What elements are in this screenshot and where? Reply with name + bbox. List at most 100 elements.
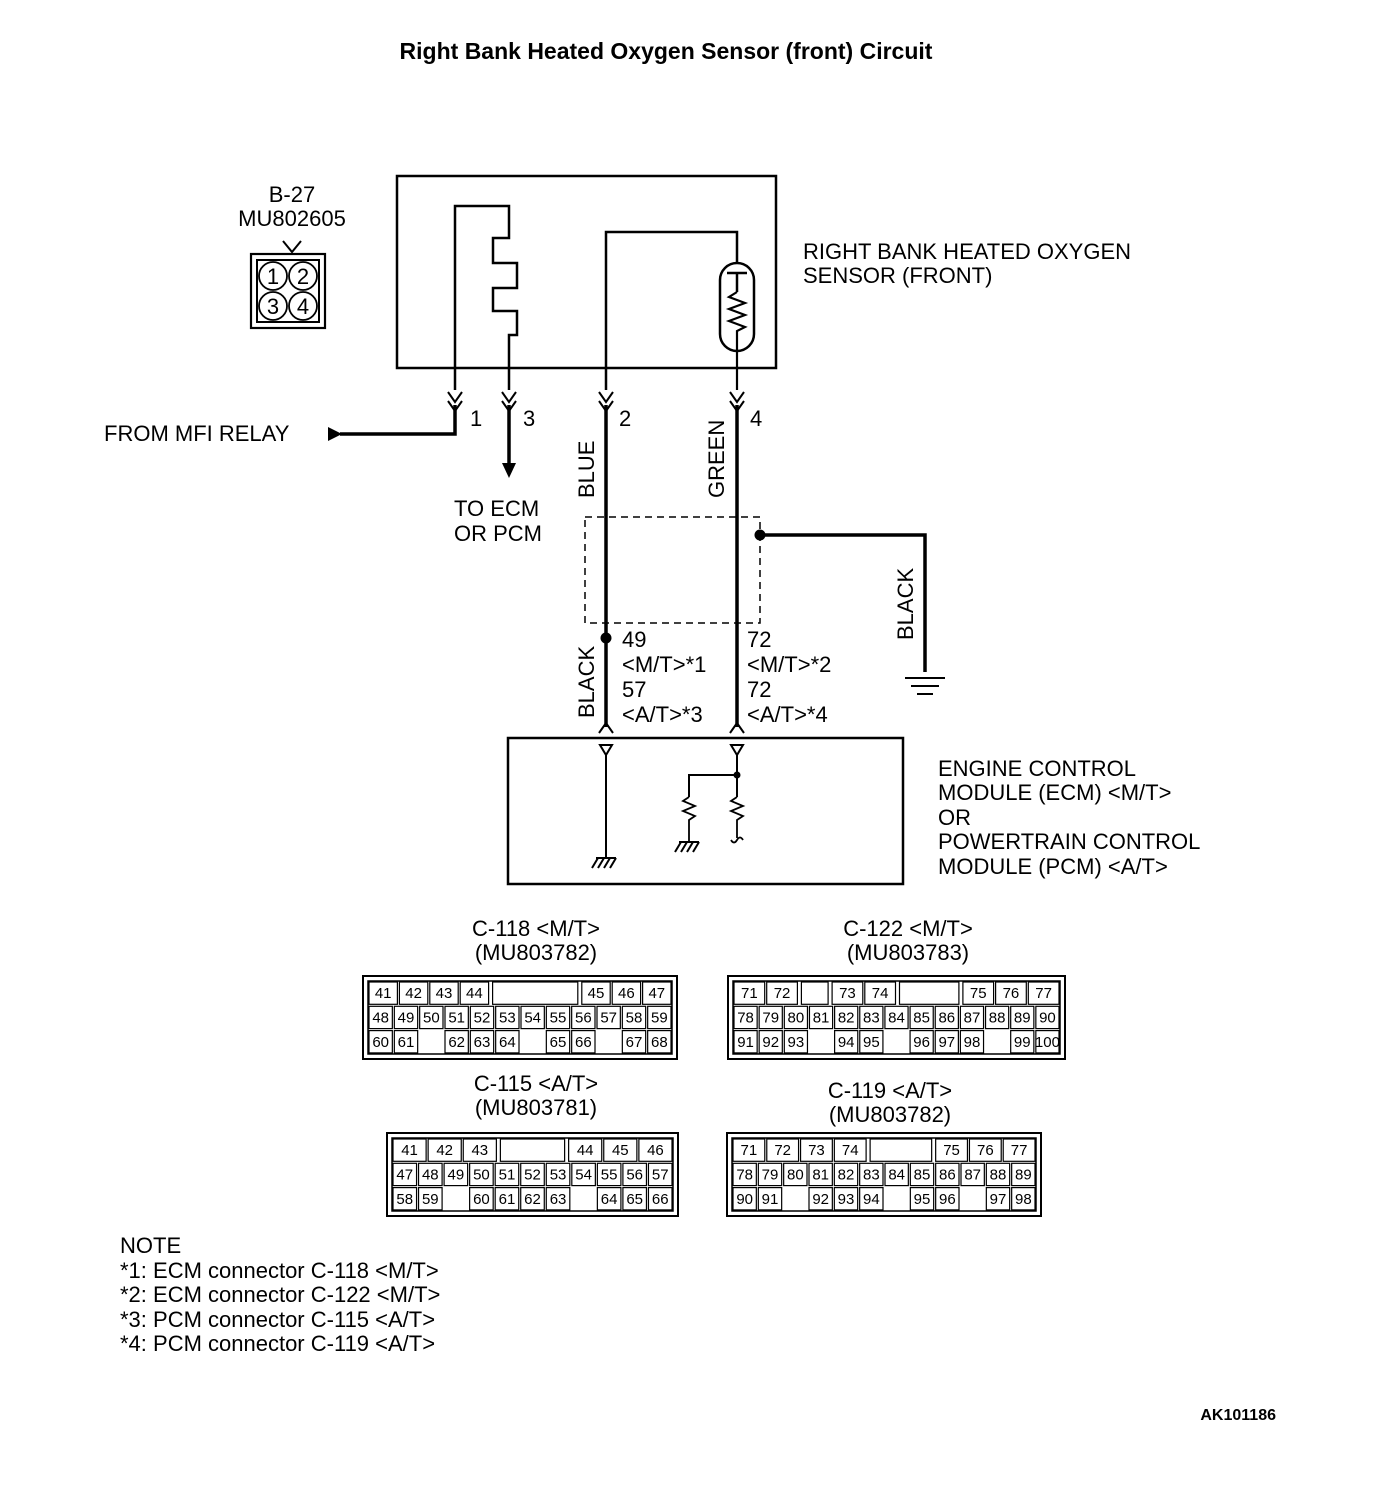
connector-cavity	[733, 1005, 758, 1030]
connector-pin-number: 72	[774, 985, 791, 1002]
connector-cavity	[545, 1005, 571, 1030]
relay-arrow-icon	[328, 427, 342, 441]
connector-cavity	[469, 1005, 495, 1030]
connector-pin-number: 49	[398, 1009, 415, 1026]
connector-pin-number: 83	[863, 1009, 880, 1026]
wire-color-black-shield: BLACK	[893, 568, 918, 640]
connector-cavity	[469, 1029, 495, 1054]
connector-pin-number: 73	[808, 1142, 825, 1159]
connector-cavity	[419, 1005, 444, 1030]
connector-inner-frame	[367, 980, 673, 1055]
connector-pin-number: 92	[762, 1034, 779, 1051]
connector-pin-number: 97	[990, 1191, 1007, 1208]
relay-wire: FROM MFI RELAY	[104, 405, 457, 446]
connector-pin-number: 62	[448, 1034, 465, 1051]
connector-outer-body	[249, 252, 327, 330]
connector-pin-number: 82	[838, 1009, 855, 1026]
connector-pin-number: 65	[550, 1034, 567, 1051]
control-module	[506, 736, 905, 886]
connector-cavity	[429, 981, 459, 1005]
connector-pin-number: 65	[626, 1191, 643, 1208]
connector-cavity	[398, 981, 429, 1005]
connector-pin-number: 85	[913, 1009, 930, 1026]
connector-cavity	[462, 1138, 497, 1162]
connector-cavity	[935, 1138, 969, 1162]
connector-cavity	[766, 981, 799, 1005]
connector-cavity	[647, 1186, 673, 1211]
connector-outer-frame	[727, 975, 1066, 1060]
reference-voltage-icon	[730, 836, 744, 844]
connector-cavity	[959, 1005, 985, 1030]
connector-pin-number: 84	[888, 1166, 905, 1183]
connector-cavity	[520, 1162, 545, 1187]
connector-cavity	[909, 1029, 934, 1054]
connector-pin-number: 57	[600, 1009, 617, 1026]
connector-pin-number: 50	[473, 1166, 490, 1183]
connector-pin-number: 52	[524, 1166, 541, 1183]
ecm-pin-labels: 49 <M/T>*1 57 <A/T>*3 72 <M/T>*2 72 <A/T…	[622, 627, 831, 727]
connector-pin-number: 51	[448, 1009, 465, 1026]
connector-cavity	[1011, 1162, 1036, 1187]
module-label-line-2: MODULE (ECM) <M/T>	[938, 780, 1171, 805]
connector-c119-name: C-119 <A/T>	[828, 1078, 952, 1103]
connector-pin-number: 92	[812, 1191, 829, 1208]
connector-pin-number: 78	[737, 1009, 754, 1026]
connector-cavity	[545, 1186, 571, 1211]
connector-cavity	[808, 1005, 834, 1030]
connector-cavity	[603, 1138, 638, 1162]
module-chevron-icon	[729, 721, 745, 734]
connector-cavity	[596, 1162, 622, 1187]
sensor-label-line-2: SENSOR (FRONT)	[803, 263, 992, 288]
connector-cavity	[783, 1005, 809, 1030]
terminal-4: 4	[750, 406, 762, 431]
connector-pin-number: 94	[838, 1034, 855, 1051]
connector-cavity	[909, 1186, 935, 1211]
connector-cavity	[884, 1162, 909, 1187]
connector-pin-number: 81	[812, 1166, 829, 1183]
connector-cavity	[638, 1138, 673, 1162]
module-label-line-4: POWERTRAIN CONTROL	[938, 829, 1200, 854]
note-line-1: *1: ECM connector C-118 <M/T>	[120, 1258, 439, 1283]
connector-cavity	[621, 1005, 647, 1030]
connector-pin-number: 93	[838, 1191, 855, 1208]
connector-cavity	[833, 1138, 867, 1162]
connector-cavity	[985, 1186, 1011, 1211]
connector-cavity	[494, 1186, 520, 1211]
connector-pin-number: 49	[448, 1166, 465, 1183]
module-input-triangle-icon	[598, 744, 614, 757]
connector-pin-number: 76	[1003, 985, 1020, 1002]
connector-cavity	[368, 1029, 393, 1054]
connector-cavity	[392, 1138, 427, 1162]
connector-cavity	[417, 1186, 443, 1211]
connector-cavity	[495, 1029, 520, 1054]
connector-cavity	[393, 1005, 419, 1030]
connector-pin-number: 91	[762, 1191, 779, 1208]
ecm-pin-right-3: 72	[747, 677, 771, 702]
connector-cavity	[596, 1186, 622, 1211]
connector-cavity	[647, 1005, 672, 1030]
connector-c115-name: C-115 <A/T>	[474, 1071, 598, 1096]
connector-cavity	[935, 1186, 960, 1211]
connector-cavity	[520, 1005, 545, 1030]
connector-pin-number: 90	[1039, 1009, 1056, 1026]
note: NOTE *1: ECM connector C-118 <M/T> *2: E…	[120, 1233, 440, 1356]
connector-cavity	[733, 1029, 758, 1054]
connector-inner-frame	[732, 980, 1061, 1055]
connector-inner-frame	[391, 1137, 674, 1212]
connector-outer-frame	[362, 975, 678, 1060]
connector-cavity	[994, 981, 1027, 1005]
connector-pin-number: 55	[550, 1009, 567, 1026]
heater-element-icon	[453, 204, 519, 390]
sensor-box	[395, 174, 778, 370]
connector-pin-number: 96	[913, 1034, 930, 1051]
connector-pin-number: 77	[1011, 1142, 1028, 1159]
diagram-title: Right Bank Heated Oxygen Sensor (front) …	[400, 38, 933, 64]
connector-cavity	[732, 1162, 757, 1187]
terminal-1: 1	[470, 406, 482, 431]
connector-pin-number: 48	[372, 1009, 389, 1026]
ecm-pin-left-4: <A/T>*3	[622, 702, 703, 727]
connector-cavity	[909, 1162, 935, 1187]
connector-pin-number: 94	[863, 1191, 880, 1208]
connector-pin-number: 54	[575, 1166, 592, 1183]
